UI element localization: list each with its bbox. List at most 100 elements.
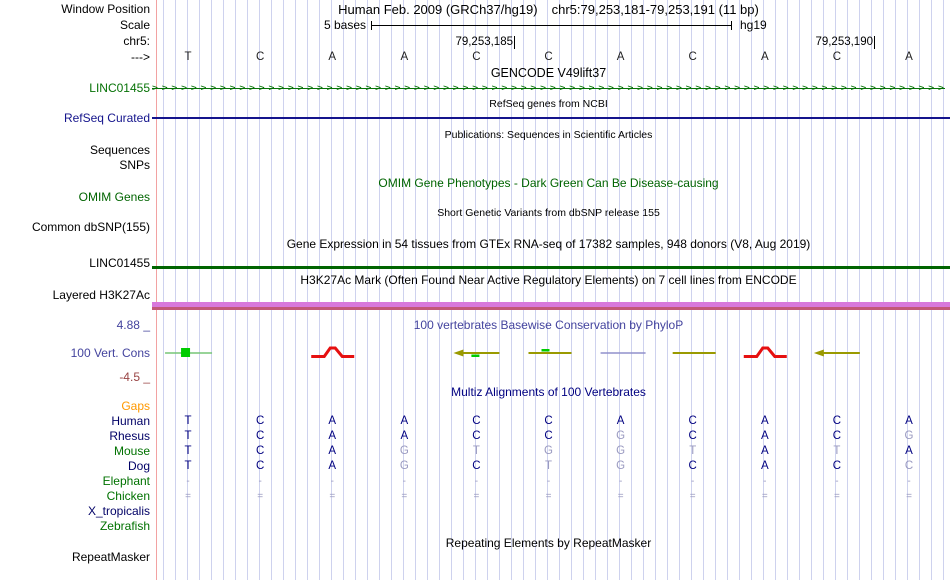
alignment-base: - [402, 476, 406, 487]
alignment-base: - [691, 476, 695, 487]
alignment-base: - [763, 476, 767, 487]
label-track-boundary [156, 0, 157, 580]
alignment-base: = [906, 491, 912, 502]
refseq-curated-gene-line[interactable] [152, 117, 950, 119]
alignment-base: A [400, 430, 409, 442]
position-header: Human Feb. 2009 (GRCh37/hg19) chr5:79,253… [152, 2, 945, 17]
omim-track-title[interactable]: OMIM Gene Phenotypes - Dark Green Can Be… [378, 176, 719, 190]
conservation-min-value: -4.5 _ [119, 370, 150, 384]
gencode-track-title[interactable]: GENCODE V49lift37 [490, 66, 607, 80]
track-label-100-vert-cons[interactable]: 100 Vert. Cons [70, 346, 150, 360]
species-label-zebrafish[interactable]: Zebrafish [99, 519, 150, 533]
alignment-base: T [184, 445, 192, 457]
multiz-title-row: Multiz Alignments of 100 Vertebrates [0, 385, 950, 400]
alignment-base: A [328, 415, 337, 427]
alignment-base: = [185, 491, 191, 502]
alignment-base [801, 519, 873, 534]
track-label-repeatmasker[interactable]: RepeatMasker [71, 550, 150, 564]
species-label-rhesus[interactable]: Rhesus [109, 429, 150, 443]
gtex-track-title[interactable]: Gene Expression in 54 tissues from GTEx … [286, 237, 811, 251]
base-letter: A [400, 51, 409, 63]
track-label-snps[interactable]: SNPs [119, 158, 150, 172]
alignment-base: C [255, 460, 265, 472]
gene-body-line [152, 88, 945, 89]
alignment-base: A [616, 415, 625, 427]
assembly-name: Human Feb. 2009 (GRCh37/hg19) [338, 2, 538, 17]
base-letter: A [760, 51, 769, 63]
h3k27ac-track-title[interactable]: H3K27Ac Mark (Often Found Near Active Re… [300, 273, 797, 287]
alignment-row-gaps: Gaps [0, 399, 950, 414]
alignment-base [224, 399, 296, 414]
track-label-common-dbsnp[interactable]: Common dbSNP(155) [31, 220, 150, 234]
alignment-base [440, 399, 512, 414]
species-label-chicken[interactable]: Chicken [106, 489, 150, 503]
track-label-refseq-curated[interactable]: RefSeq Curated [63, 111, 150, 125]
gtex-gene-row: LINC01455 [0, 256, 950, 271]
gtex-title-row: Gene Expression in 54 tissues from GTEx … [0, 237, 950, 252]
coordinate-tick-label: 79,253,185 [455, 36, 515, 49]
track-label-sequences[interactable]: Sequences [89, 143, 150, 157]
alignment-base [657, 399, 729, 414]
alignment-base: C [544, 430, 553, 442]
scale-bar-tick-right [731, 21, 732, 30]
alignment-base: - [186, 476, 190, 487]
refseq-track-title[interactable]: RefSeq genes from NCBI [489, 98, 608, 110]
coordinate-row: chr5: 79,253,185 79,253,190 [0, 34, 950, 50]
common-dbsnp-row: Common dbSNP(155) [0, 220, 950, 235]
genome-build-label: hg19 [740, 18, 767, 32]
base-letter: C [688, 51, 697, 63]
alignment-base [512, 399, 584, 414]
h3k27ac-signal-bar-rose[interactable] [152, 306, 950, 310]
alignment-base: C [472, 460, 481, 472]
alignment-base [296, 519, 368, 534]
refseq-curated-row: RefSeq Curated [0, 111, 950, 126]
gtex-gene-model-line[interactable] [152, 266, 950, 269]
base-letter: C [472, 51, 481, 63]
track-label-layered-h3k27ac[interactable]: Layered H3K27Ac [52, 288, 150, 302]
base-letter: C [255, 51, 265, 63]
omim-genes-row: OMIM Genes [0, 190, 950, 205]
chromosome-label: chr5: [123, 34, 150, 48]
h3k27ac-label-row: Layered H3K27Ac [0, 288, 950, 303]
alignment-base: C [832, 415, 842, 427]
species-label-gaps[interactable]: Gaps [121, 399, 150, 413]
scale-bar-line [371, 25, 731, 26]
alignment-row-zebrafish: Zebrafish [0, 519, 950, 534]
alignment-base: G [616, 430, 626, 442]
track-label-linc01455-gtex[interactable]: LINC01455 [89, 256, 150, 270]
alignment-base [801, 504, 873, 519]
position-range: chr5:79,253,181-79,253,191 (11 bp) [551, 2, 759, 17]
repeatmasker-track-title[interactable]: Repeating Elements by RepeatMasker [445, 536, 652, 550]
h3k27ac-signal-bar-pink[interactable] [152, 302, 950, 307]
alignment-base [657, 519, 729, 534]
species-label-mouse[interactable]: Mouse [113, 444, 150, 458]
scale-bases-label: 5 bases [323, 18, 366, 32]
alignment-base: G [616, 460, 626, 472]
base-letter: A [905, 51, 913, 63]
alignment-base [801, 399, 873, 414]
species-label-human[interactable]: Human [111, 414, 150, 428]
alignment-base: = [329, 491, 336, 502]
alignment-base: T [689, 445, 697, 457]
multiz-track-title[interactable]: Multiz Alignments of 100 Vertebrates [451, 385, 646, 399]
refseq-title-row: RefSeq genes from NCBI [0, 97, 950, 112]
phylop-track-title[interactable]: 100 vertebrates Basewise Conservation by… [413, 318, 684, 332]
alignment-row-chicken: Chicken=========== [0, 489, 950, 504]
alignment-base [224, 504, 296, 519]
alignment-base: A [328, 460, 337, 472]
gene-label-linc01455[interactable]: LINC01455 [89, 81, 150, 95]
species-label-elephant[interactable]: Elephant [102, 474, 150, 488]
track-label-omim-genes[interactable]: OMIM Genes [78, 190, 150, 204]
gencode-gene-item[interactable]: >>>>>>>>>>>>>>>>>>>>>>>>>>>>>>>>>>>>>>>>… [152, 81, 945, 96]
window-position-row: Window Position Human Feb. 2009 (GRCh37/… [0, 2, 950, 17]
alignment-base: = [473, 491, 480, 502]
alignment-base: A [905, 415, 913, 427]
species-label-x_tropicalis[interactable]: X_tropicalis [87, 504, 150, 518]
alignment-base [729, 519, 801, 534]
dbsnp-track-title[interactable]: Short Genetic Variants from dbSNP releas… [437, 207, 660, 219]
alignment-base: - [618, 476, 623, 487]
publications-track-title[interactable]: Publications: Sequences in Scientific Ar… [444, 129, 653, 141]
species-label-dog[interactable]: Dog [127, 459, 150, 473]
